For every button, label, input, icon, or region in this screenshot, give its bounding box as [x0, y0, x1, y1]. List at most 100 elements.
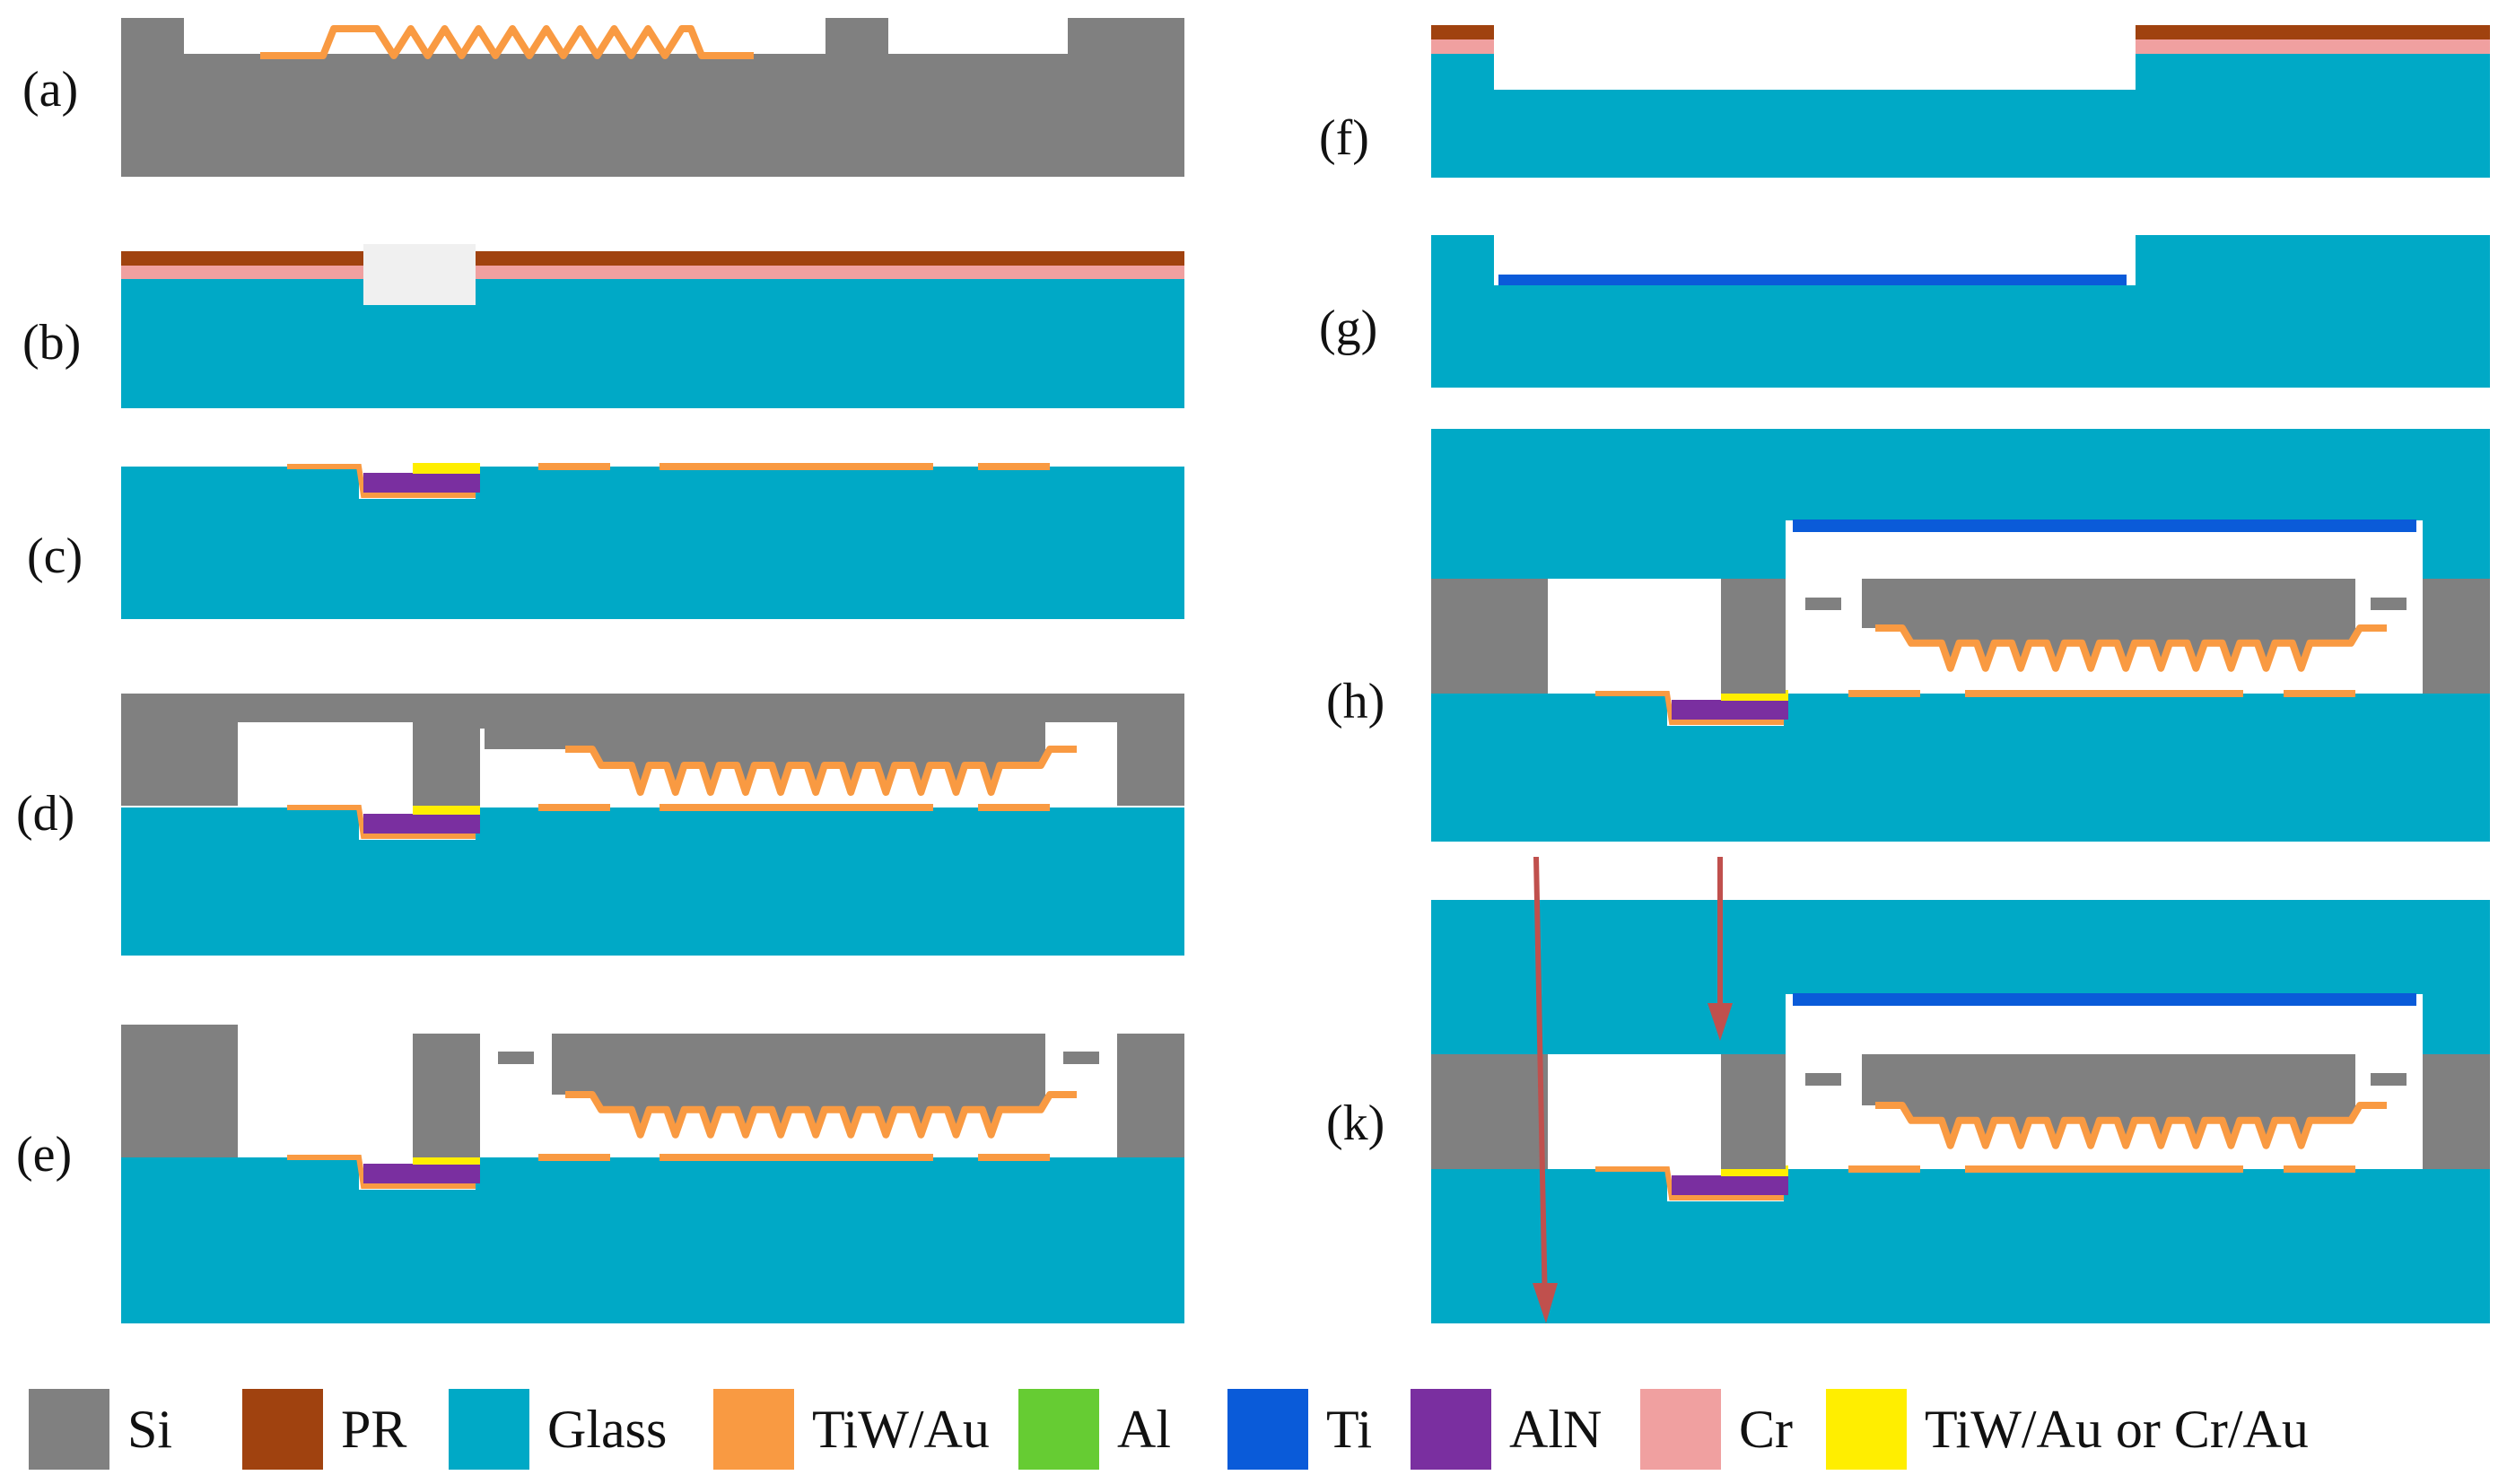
- cap-glass: [1431, 429, 2490, 579]
- panel-f-cap-glass-etching: [1431, 25, 2490, 178]
- pr-swatch: [242, 1389, 323, 1470]
- tiw-au-mass-coating: [1875, 1102, 2387, 1149]
- ti-getter-layer: [1498, 275, 2127, 285]
- glass-wafer-body: [1431, 694, 2490, 842]
- legend-item-ti: Ti: [1227, 1389, 1372, 1470]
- electrode-strip-1: [1965, 690, 2243, 697]
- panel-c-electrode-deposition: [121, 463, 1184, 619]
- glass-wafer-body: [1431, 1169, 2490, 1323]
- contact-pad-top-metal: [413, 463, 480, 474]
- electrode-strip-0: [538, 1154, 610, 1161]
- legend-item-aln: AlN: [1411, 1389, 1602, 1470]
- glass-wafer-body: [121, 1157, 1184, 1323]
- contact-pad-aln: [1672, 1175, 1788, 1195]
- cr-layer-left: [121, 266, 363, 279]
- electrode-strip-2: [978, 463, 1050, 470]
- step-label-f: (f): [1319, 110, 1369, 166]
- tiw-au-mass-coating: [1875, 624, 2387, 672]
- contact-pad-top-metal: [413, 804, 480, 815]
- step-label-g: (g): [1319, 301, 1377, 356]
- spring-stub-right: [2371, 598, 2407, 610]
- si-frame-right: [2423, 1054, 2490, 1169]
- legend-label-cr: Cr: [1739, 1399, 1793, 1459]
- cap-glass-body: [1431, 235, 2490, 388]
- cr-layer-right: [476, 266, 1184, 279]
- contact-pad-aln: [363, 1164, 480, 1183]
- si-frame-middle: [1721, 579, 1786, 694]
- tiw-au-swatch: [713, 1389, 794, 1470]
- electrode-strip-0: [538, 804, 610, 811]
- legend-label-aln: AlN: [1509, 1399, 1603, 1459]
- step-label-a: (a): [22, 62, 78, 118]
- glass-wafer-body: [121, 807, 1184, 956]
- tiw-au-mass-coating: [565, 1091, 1077, 1139]
- electrode-strip-0: [538, 463, 610, 470]
- tiw-au-teeth-coating: [565, 746, 1077, 796]
- si-swatch: [29, 1389, 109, 1470]
- glass-wafer-body: [121, 467, 1184, 619]
- si-anchor-middle: [413, 1034, 480, 1157]
- contact-pad-lead: [287, 1155, 476, 1189]
- panel-k-dicing: [1431, 856, 2490, 1323]
- tiw-au-corrugated-coating: [260, 25, 754, 59]
- cr-layer-right: [2136, 39, 2490, 54]
- contact-pad-aln: [1672, 700, 1788, 720]
- legend-label-al: Al: [1117, 1399, 1171, 1459]
- panel-h-wafer-bonding: [1431, 429, 2490, 842]
- electrode-strip-1: [660, 463, 933, 470]
- electrode-strip-1: [660, 1154, 933, 1161]
- si-anchor-right: [1117, 1034, 1184, 1157]
- tiw-au-or-cr-au-swatch: [1826, 1389, 1907, 1470]
- legend-label-tiw-au-or-cr-au: TiW/Au or Cr/Au: [1925, 1399, 2309, 1459]
- contact-pad-lead: [1595, 691, 1784, 725]
- glass-swatch: [449, 1389, 529, 1470]
- dicing-arrow-left-shaft: [1533, 856, 1548, 1311]
- electrode-strip-0: [1848, 1165, 1920, 1173]
- ti-swatch: [1227, 1389, 1308, 1470]
- step-label-k: (k): [1326, 1096, 1385, 1151]
- electrode-strip-2: [978, 804, 1050, 811]
- step-label-h: (h): [1326, 674, 1385, 729]
- si-structure: [121, 694, 1184, 806]
- contact-pad-aln: [363, 814, 480, 834]
- legend-item-cr: Cr: [1640, 1389, 1793, 1470]
- electrode-strip-0: [1848, 690, 1920, 697]
- recess-opening: [363, 244, 476, 305]
- si-anchor-left: [121, 1025, 238, 1157]
- pr-layer-left: [121, 251, 363, 266]
- contact-pad-lead: [287, 805, 476, 839]
- legend-item-al: Al: [1018, 1389, 1171, 1470]
- legend-item-pr: PR: [242, 1389, 406, 1470]
- contact-pad-aln: [363, 473, 480, 493]
- legend-item-tiw-au: TiW/Au: [713, 1389, 990, 1470]
- panel-b-glass-recess-patterning: [121, 244, 1184, 408]
- cap-glass: [1431, 900, 2490, 1054]
- legend-item-si: Si: [29, 1389, 172, 1470]
- si-frame-left: [1431, 1054, 1548, 1169]
- electrode-strip-1: [660, 804, 933, 811]
- spring-stub-left: [498, 1052, 534, 1064]
- pr-layer-right: [2136, 25, 2490, 39]
- step-label-c: (c): [27, 528, 83, 584]
- legend-label-tiw-au: TiW/Au: [812, 1399, 990, 1459]
- spring-stub-left: [1805, 1073, 1841, 1086]
- legend-item-glass: Glass: [449, 1389, 667, 1470]
- dicing-arrow-left-head: [1533, 1283, 1558, 1323]
- step-label-e: (e): [16, 1127, 72, 1183]
- step-label-b: (b): [22, 315, 81, 371]
- spring-stub-left: [1805, 598, 1841, 610]
- ti-getter-layer: [1793, 993, 2416, 1006]
- panel-a-si-cap-wafer: [121, 18, 1184, 177]
- contact-pad-lead: [287, 464, 476, 498]
- electrode-strip-2: [978, 1154, 1050, 1161]
- panel-g-ti-getter-deposition: [1431, 235, 2490, 388]
- process-flow-diagram: (a) (b) (c) (d) (e) (f) (g) (h) (k): [16, 18, 2490, 1323]
- ti-getter-layer: [1793, 519, 2416, 532]
- pr-layer-left: [1431, 25, 1494, 39]
- si-frame-left: [1431, 579, 1548, 694]
- electrode-strip-1: [1965, 1165, 2243, 1173]
- cr-layer-left: [1431, 39, 1494, 54]
- electrode-strip-2: [2284, 690, 2355, 697]
- spring-stub-right: [2371, 1073, 2407, 1086]
- legend-item-tiw-au-or-cr-au: TiW/Au or Cr/Au: [1826, 1389, 2309, 1470]
